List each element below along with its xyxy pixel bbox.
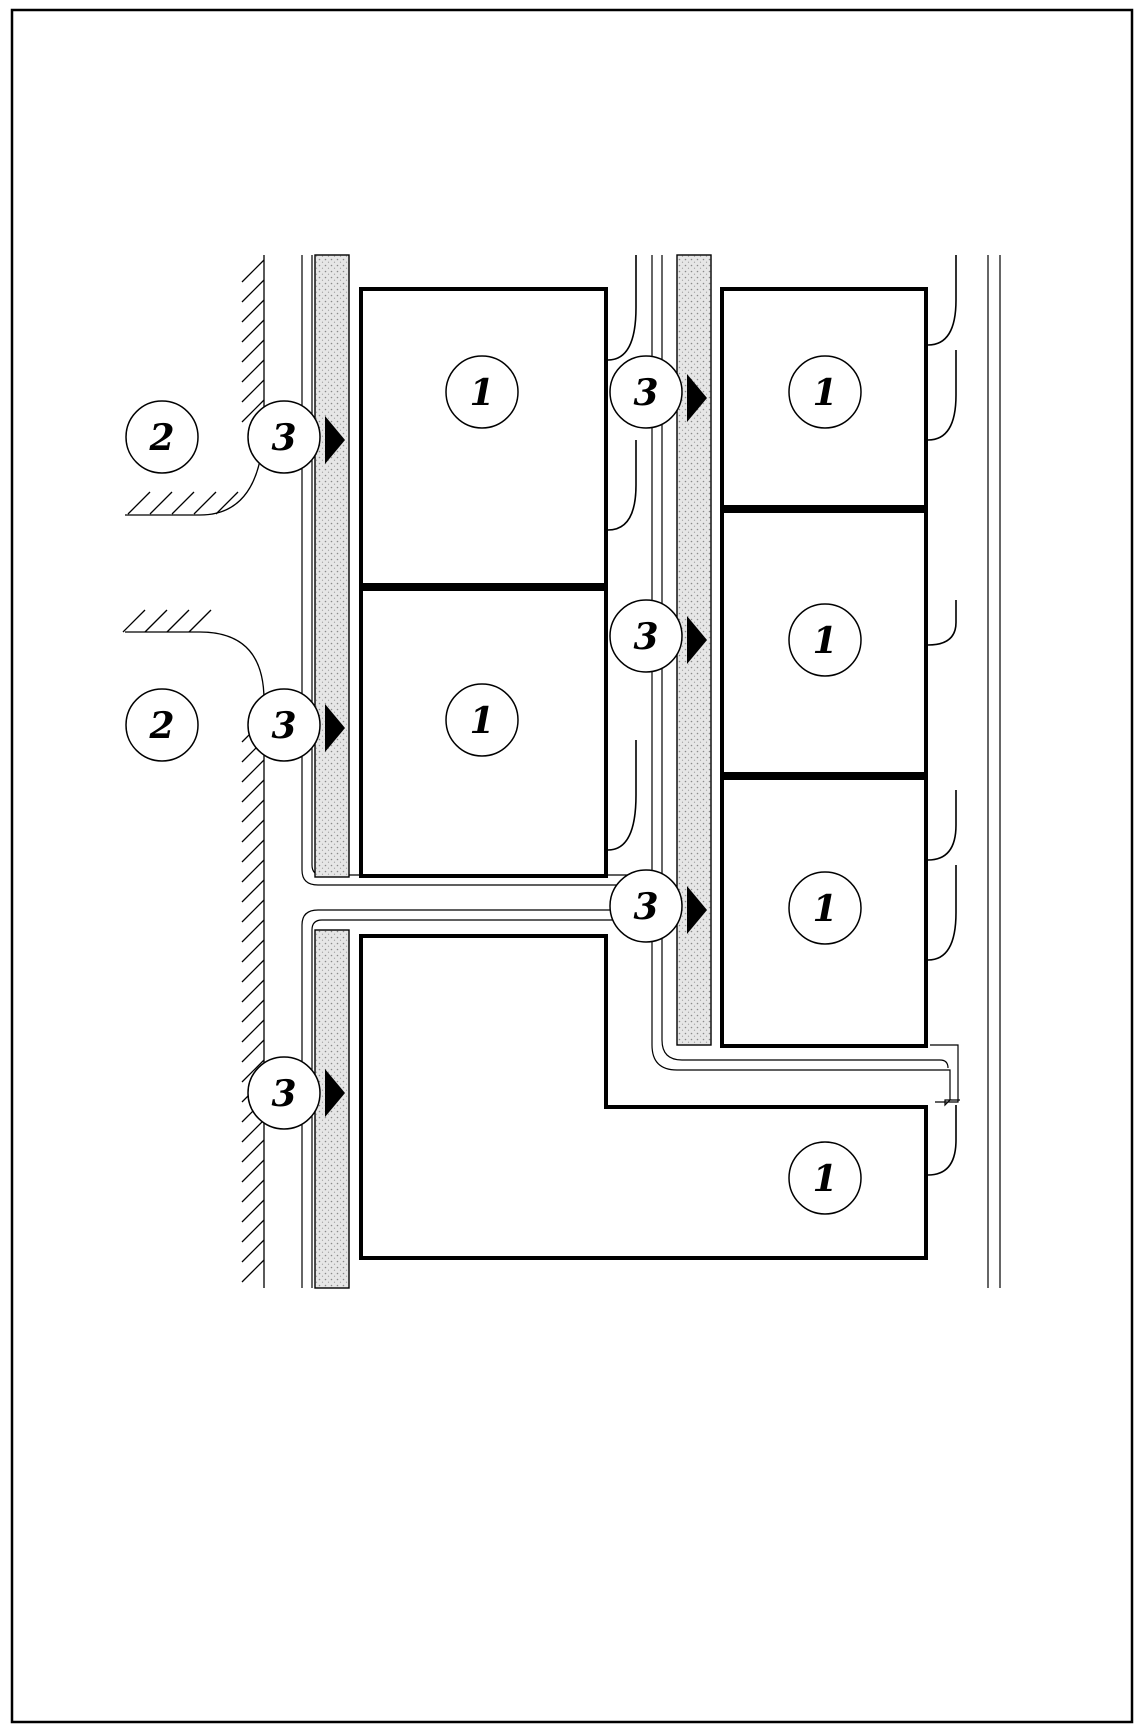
callout-building-label: 1 [812,888,837,930]
drawing-frame [10,8,1134,1724]
callout-entrance: 3 [609,355,683,429]
callout-building: 1 [788,1141,862,1215]
access-road-middle [651,255,960,1107]
callout-entrance: 3 [247,1056,321,1130]
callout-building: 1 [788,603,862,677]
entrance-arrow [687,886,707,934]
callout-building: 1 [445,355,519,429]
callout-entrance-label: 3 [271,417,296,459]
callout-entrance-label: 3 [633,616,658,658]
callout-building: 1 [788,355,862,429]
callout-building-label: 1 [812,1158,837,1200]
callout-building: 1 [445,683,519,757]
callout-entrance: 3 [247,688,321,762]
callout-entrance: 3 [247,400,321,474]
driveway-scallops [607,255,957,1176]
driveway-arc [607,440,637,531]
entrance-arrows [325,374,707,1117]
callout-entrance-label: 3 [271,1073,296,1115]
callout-street-access-label: 2 [148,417,174,459]
entrance-arrow [687,374,707,422]
access-road-left [301,255,650,1288]
callout-street-access: 2 [125,400,199,474]
driveway-arc [927,790,957,861]
entrance-arrow [325,416,345,464]
driveway-arc [927,600,957,646]
callout-entrance-label: 3 [633,372,658,414]
access-road-right [987,255,1001,1288]
driveway-arc [927,865,957,961]
callout-entrance-label: 3 [633,886,658,928]
callout-building-label: 1 [469,372,494,414]
driveway-arc [607,740,637,851]
callout-entrance-label: 3 [271,705,296,747]
callout-entrance: 3 [609,869,683,943]
callout-building-label: 1 [469,700,494,742]
driveway-arc [927,350,957,441]
entrance-arrow [687,616,707,664]
driveway-arc [927,255,957,346]
buildings [359,287,928,1260]
callout-street-access-label: 2 [148,705,174,747]
callout-entrance: 3 [609,599,683,673]
callout-building: 1 [788,871,862,945]
driveway-arc [607,255,637,361]
entrance-arrow [325,1069,345,1117]
callout-markers: 1 1 1 1 1 1 2 2 3 3 3 3 3 3 [125,355,862,1215]
callout-street-access: 2 [125,688,199,762]
driveway-arc [927,1105,957,1176]
entrance-arrow [325,704,345,752]
callout-building-label: 1 [812,372,837,414]
callout-building-label: 1 [812,620,837,662]
